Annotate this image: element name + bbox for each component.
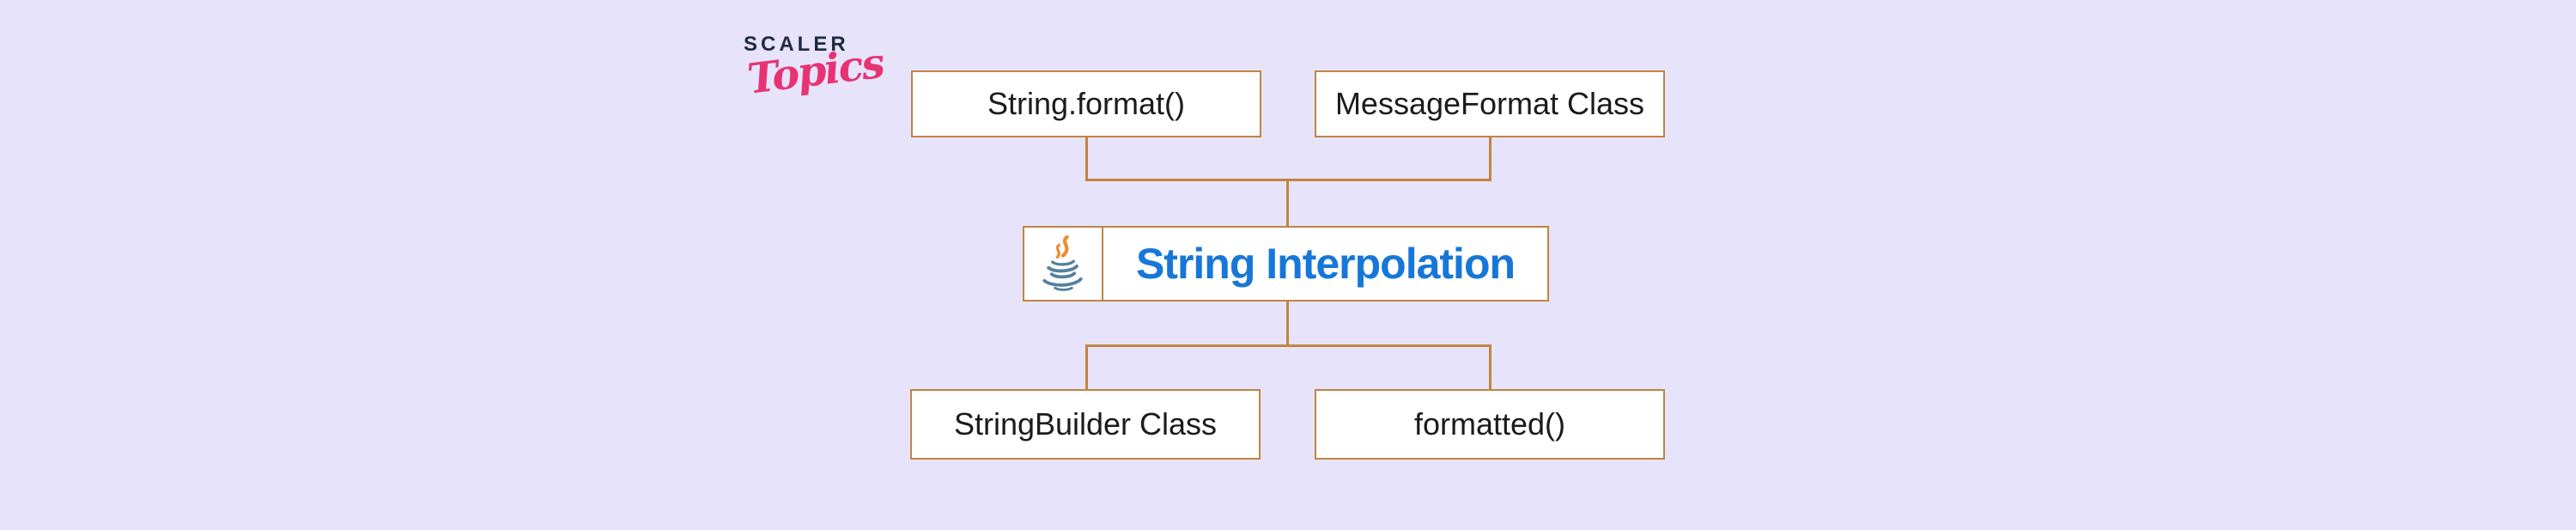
node-string-interpolation: String Interpolation: [1023, 226, 1549, 302]
connector-bottomright-down: [1489, 346, 1492, 389]
brand-wordmark: SCALER: [744, 33, 849, 56]
connector-topleft-down: [1085, 137, 1088, 180]
connector-topright-down: [1489, 137, 1492, 180]
node-string-interpolation-label: String Interpolation: [1135, 240, 1516, 288]
node-formatted-label: formatted(): [1413, 406, 1566, 442]
connector-top-horizontal: [1085, 179, 1492, 181]
java-coffee-cup-icon: [1042, 235, 1083, 291]
node-string-format: String.format(): [911, 70, 1261, 137]
node-string-format-label: String.format(): [987, 86, 1186, 121]
connector-center-down: [1286, 302, 1289, 346]
node-messageformat-class-label: MessageFormat Class: [1334, 86, 1645, 121]
connector-center-up: [1286, 180, 1289, 226]
node-stringbuilder-class-label: StringBuilder Class: [953, 406, 1218, 442]
connector-bottomleft-down: [1085, 346, 1088, 389]
java-icon-cell: [1024, 228, 1103, 300]
node-stringbuilder-class: StringBuilder Class: [910, 389, 1261, 460]
connector-bottom-horizontal: [1085, 344, 1492, 347]
node-messageformat-class: MessageFormat Class: [1315, 70, 1665, 137]
scaler-topics-logo: SCALER Topics: [744, 33, 886, 104]
node-formatted: formatted(): [1315, 389, 1665, 460]
